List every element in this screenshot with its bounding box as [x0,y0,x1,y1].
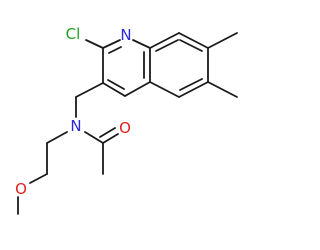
atom-labels: Cl N N O O [15,25,132,198]
bond-c8a-c8 [149,32,180,49]
amide-nitrogen-label: N [70,117,81,135]
bond-c8-c7 [178,32,209,49]
carbonyl-oxygen-label: O [119,119,131,137]
bond-ch2-o [29,173,48,184]
bond-c6-methyl [207,81,238,98]
chlorine-label: Cl [66,25,81,43]
bond-c2-n1 [102,39,121,49]
bond-c8a-c8-inner [155,39,179,52]
chemical-structure: Cl N N O O [15,25,238,215]
bond-c2-n1-inner [108,46,122,54]
bond-c2-cl [85,39,104,49]
ring-nitrogen-label: N [120,26,131,44]
bonds [17,32,238,215]
bond-c4-c3-inner [107,79,125,90]
bond-c7-methyl [207,32,238,49]
bond-n-ch2 [46,131,68,144]
bond-n-carbonyl [84,131,104,144]
bond-c4-c3 [102,82,126,97]
bond-c6-c5 [178,81,209,98]
bond-n1-c8a [132,39,151,49]
bond-c4a-c4 [124,81,151,97]
bond-c8-c7-inner [179,39,203,52]
bond-carbonyl-o-double [99,127,116,138]
bond-c6-c5-inner [179,78,203,91]
bond-c5-c4a [149,81,180,98]
ether-oxygen-label: O [15,180,27,198]
bond-carbonyl-o [102,133,119,144]
bond-c3-ch2 [75,82,104,98]
